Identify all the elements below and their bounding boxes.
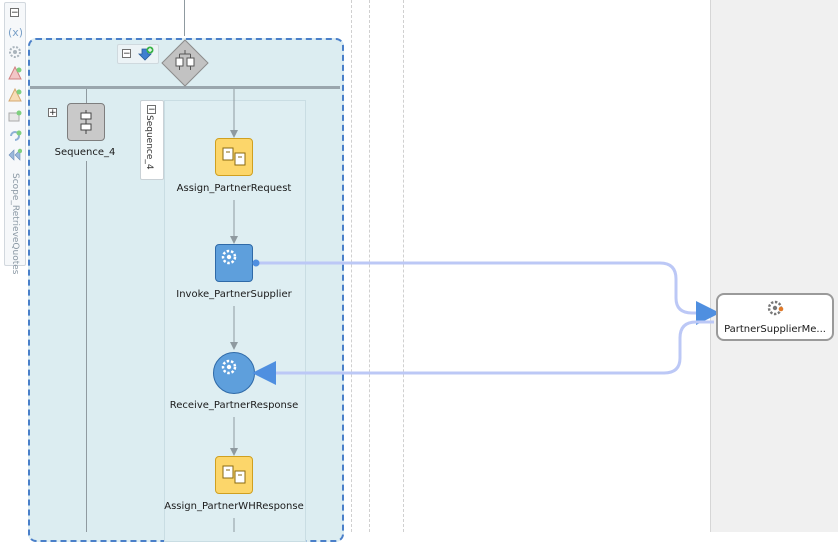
sequence-activity[interactable] bbox=[67, 103, 105, 141]
scope-name-label: Scope_RetrieveQuotes bbox=[10, 173, 20, 275]
partner-link-service[interactable]: PartnerSupplierMe... bbox=[716, 293, 834, 341]
flow-connector bbox=[86, 161, 87, 532]
flow-branch-bar bbox=[30, 86, 340, 89]
correlation-icon[interactable] bbox=[8, 148, 22, 162]
scope-toolbar: − bbox=[117, 44, 159, 64]
activity-label: Assign_PartnerWHResponse bbox=[164, 501, 304, 512]
activity-label: Assign_PartnerRequest bbox=[176, 183, 292, 194]
sequence-label: Sequence_4 bbox=[54, 147, 116, 158]
variable-icon[interactable]: (x) bbox=[8, 25, 22, 39]
swimlane-divider bbox=[369, 0, 370, 532]
assign-activity[interactable] bbox=[215, 138, 253, 176]
assign-icon bbox=[222, 465, 246, 484]
gear-icon[interactable] bbox=[8, 45, 22, 59]
partner-links-lane bbox=[710, 0, 838, 532]
collapse-icon[interactable]: − bbox=[122, 49, 131, 59]
activity-label: Receive_PartnerResponse bbox=[169, 400, 299, 411]
collapse-icon[interactable]: − bbox=[10, 8, 19, 18]
compensation-icon[interactable] bbox=[8, 109, 22, 123]
flow-activity-icon[interactable] bbox=[160, 38, 210, 88]
svg-text:(x): (x) bbox=[8, 26, 22, 39]
flow-connector bbox=[184, 0, 185, 36]
partner-link-label: PartnerSupplierMe... bbox=[724, 324, 826, 335]
flow-connector bbox=[86, 89, 87, 103]
swimlane-divider bbox=[403, 0, 404, 532]
gear-icon bbox=[221, 249, 237, 265]
gear-icon bbox=[221, 359, 237, 375]
activity-label: Invoke_PartnerSupplier bbox=[176, 289, 292, 300]
assign-icon bbox=[222, 147, 246, 166]
event-handler-icon[interactable] bbox=[8, 88, 22, 102]
termination-icon[interactable] bbox=[8, 129, 22, 143]
service-gear-icon bbox=[767, 300, 784, 316]
scope-palette: − (x) Scope_RetrieveQuotes bbox=[4, 2, 26, 274]
collapse-icon[interactable]: − bbox=[147, 105, 156, 115]
sequence-tab[interactable]: − Sequence_4 bbox=[140, 100, 164, 180]
swimlane-divider bbox=[351, 0, 352, 532]
activity-connectors bbox=[230, 89, 238, 532]
add-branch-icon[interactable] bbox=[138, 46, 154, 62]
sequence-icon bbox=[80, 110, 92, 134]
fault-handler-icon[interactable] bbox=[8, 66, 22, 80]
invoke-activity[interactable] bbox=[215, 244, 253, 282]
assign-activity[interactable] bbox=[215, 456, 253, 494]
expand-icon[interactable]: + bbox=[48, 108, 57, 118]
receive-activity[interactable] bbox=[213, 352, 255, 394]
sequence-tab-label: Sequence_4 bbox=[144, 115, 154, 170]
